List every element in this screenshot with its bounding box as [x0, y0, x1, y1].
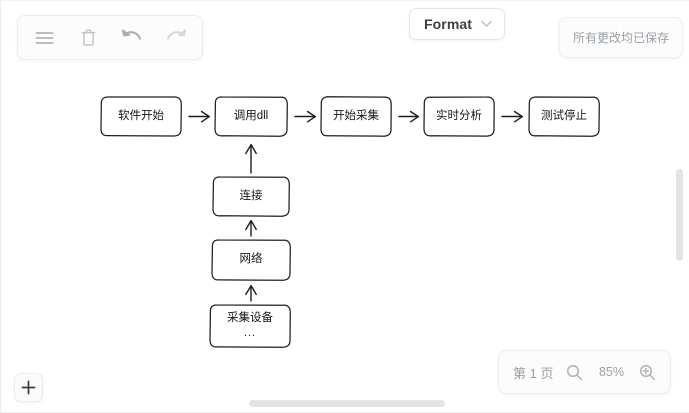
edge-n7-n6 [245, 219, 257, 237]
node-shape-n3 [320, 96, 392, 137]
saved-status-label: 所有更改均已保存 [573, 31, 670, 45]
undo-icon[interactable] [120, 26, 144, 50]
edge-n6-n2 [245, 143, 257, 174]
vertical-scrollbar[interactable] [676, 169, 683, 261]
node-shape-n8 [209, 304, 291, 348]
edge-arrows [188, 110, 524, 302]
chevron-down-icon [481, 15, 492, 33]
node-shape-n1 [100, 96, 182, 137]
format-button[interactable]: Format [409, 8, 506, 40]
zoom-level-label: 85% [598, 365, 624, 379]
add-page-button[interactable] [14, 373, 43, 402]
edge-n8-n7 [245, 284, 257, 302]
edge-n3-n4 [398, 110, 420, 123]
horizontal-scrollbar[interactable] [249, 400, 445, 407]
edge-n2-n3 [294, 110, 317, 123]
node-shape-n5 [528, 96, 600, 137]
node-shape-n4 [423, 96, 495, 137]
node-shape-n2 [214, 96, 288, 137]
zoom-out-icon[interactable] [566, 364, 583, 381]
format-button-label: Format [424, 16, 473, 32]
edge-n4-n5 [501, 110, 524, 123]
edge-n1-n2 [188, 110, 211, 123]
main-toolbar [17, 15, 203, 60]
node-shape-n6 [212, 176, 290, 217]
zoom-panel: 第 1 页 85% [498, 350, 672, 394]
menu-icon[interactable] [32, 26, 56, 50]
trash-icon[interactable] [76, 26, 100, 50]
plus-icon [21, 380, 36, 395]
zoom-in-icon[interactable] [639, 364, 656, 381]
saved-status-badge: 所有更改均已保存 [559, 17, 684, 58]
node-shape-n7 [211, 239, 291, 281]
page-indicator: 第 1 页 [513, 365, 554, 381]
redo-icon[interactable] [164, 26, 188, 50]
